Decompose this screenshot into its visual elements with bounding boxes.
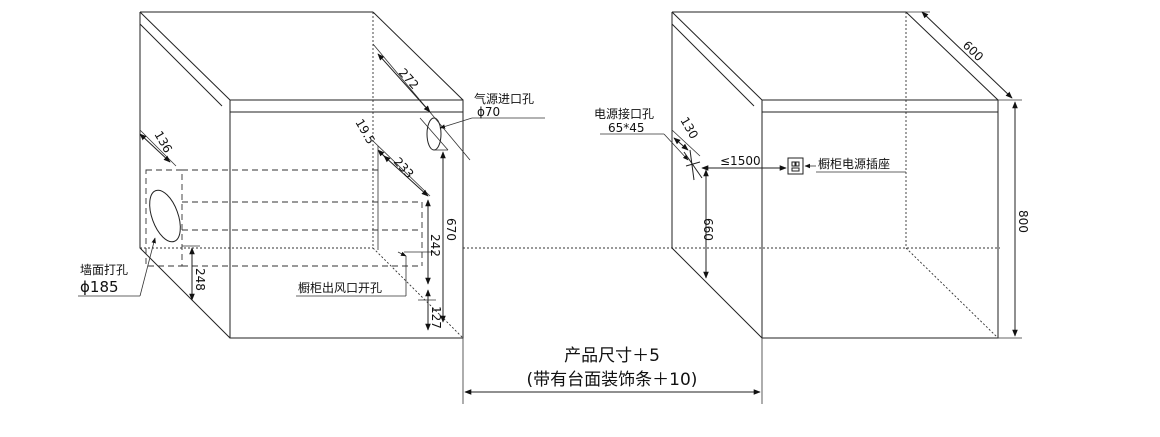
dim-248: 248: [182, 245, 207, 301]
gas-inlet-size: ϕ70: [477, 105, 500, 119]
power-hole-size: 65*45: [608, 121, 645, 135]
socket: 橱柜电源插座: [787, 156, 906, 175]
wall-hole-duct: [145, 169, 423, 267]
wall-hole-size: ϕ185: [80, 278, 119, 296]
power-leaders: 电源接口孔 65*45 ≤1500: [594, 106, 787, 171]
power-hole-title: 电源接口孔: [594, 106, 654, 121]
socket-label: 橱柜电源插座: [818, 156, 890, 171]
dim-127: 127: [418, 289, 443, 331]
dim-800: 800: [998, 101, 1030, 339]
bottom-dimension: 产品尺寸＋5 (带有台面装饰条＋10): [462, 338, 763, 404]
dim-272-label: 272: [396, 66, 422, 92]
dim-136-label: 136: [151, 129, 175, 156]
socket-distance: ≤1500: [720, 154, 761, 168]
dim-670-label: 670: [444, 218, 458, 241]
dim-660-label: 660: [701, 218, 715, 241]
right-cabinet: [671, 11, 999, 339]
dim-670: 670: [434, 149, 458, 323]
dim-600-label: 600: [960, 38, 986, 64]
dim-233-label: 233: [391, 155, 417, 181]
decor-strip-label: (带有台面装饰条＋10): [527, 370, 698, 390]
left-leaders: 气源进口孔 ϕ70 墙面打孔 ϕ185 橱柜出风口开孔: [78, 91, 545, 297]
dim-800-label: 800: [1016, 210, 1030, 233]
gas-inlet-title: 气源进口孔: [474, 91, 534, 106]
product-size-label: 产品尺寸＋5: [564, 346, 660, 366]
dim-130-label: 130: [677, 115, 701, 142]
dim-272: 272: [372, 43, 471, 161]
wall-hole-title: 墙面打孔: [80, 263, 128, 277]
dim-600: 600: [906, 11, 1022, 101]
dim-242: 242: [404, 199, 442, 285]
dim-248-label: 248: [193, 268, 207, 291]
dim-660: 660: [701, 169, 715, 279]
dim-127-label: 127: [429, 306, 443, 329]
dim-242-label: 242: [428, 234, 442, 257]
cabinet-outlet-label: 橱柜出风口开孔: [298, 281, 382, 295]
dim-136: 136: [139, 129, 177, 167]
